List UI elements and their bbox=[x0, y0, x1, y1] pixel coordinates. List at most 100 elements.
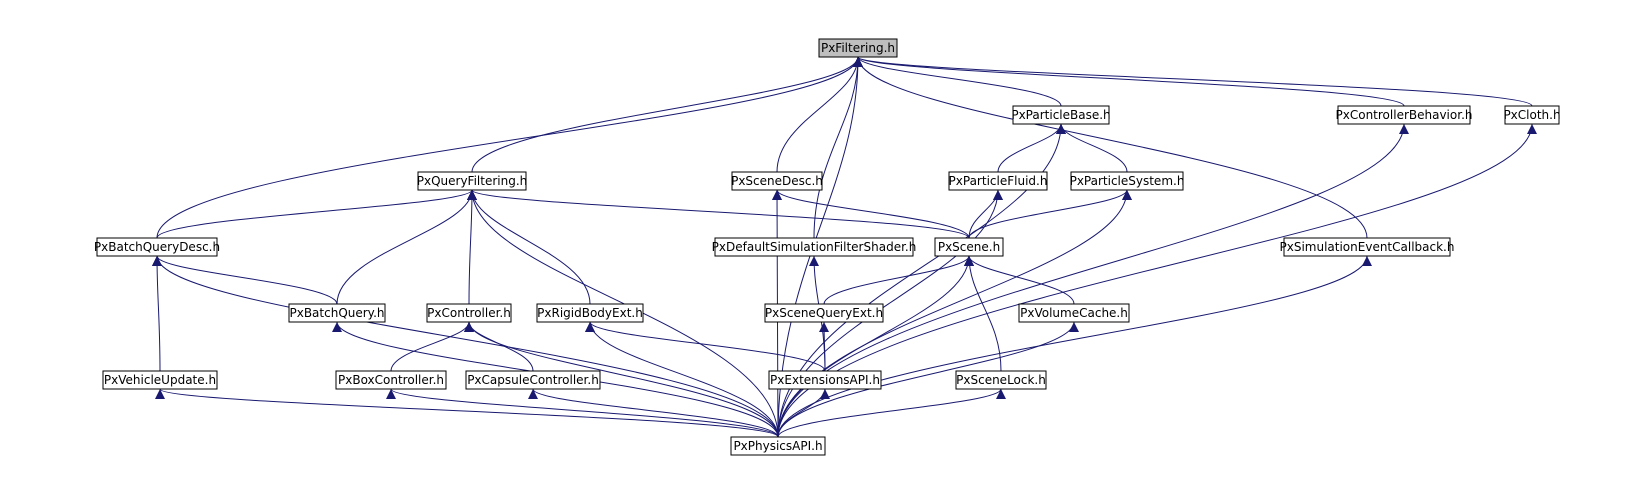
node-scenedesc[interactable]: PxSceneDesc.h bbox=[731, 171, 823, 191]
node-box bbox=[335, 370, 447, 390]
edge-queryfiltering-to-filtering bbox=[471, 56, 863, 173]
edge-physicsapi-to-rigidbodyext bbox=[585, 321, 779, 438]
edge-controller-to-queryfiltering bbox=[466, 189, 477, 305]
node-label: PxScene.h bbox=[938, 240, 1000, 254]
edge-cloth-to-filtering bbox=[853, 56, 1533, 107]
node-particlefluid[interactable]: PxParticleFluid.h bbox=[948, 171, 1048, 191]
node-box bbox=[1070, 171, 1184, 191]
node-box bbox=[1283, 237, 1451, 257]
edge-batchquery-to-queryfiltering bbox=[336, 189, 477, 305]
node-box bbox=[426, 303, 512, 323]
node-label: PxSceneDesc.h bbox=[731, 174, 823, 188]
node-label: PxExtensionsAPI.h bbox=[770, 373, 880, 387]
edge-physicsapi-to-volumecache bbox=[777, 321, 1079, 438]
node-defaultshader[interactable]: PxDefaultSimulationFilterShader.h bbox=[712, 237, 917, 257]
edge-physicsapi-to-particlebase bbox=[777, 123, 1066, 438]
node-physicsapi[interactable]: PxPhysicsAPI.h bbox=[730, 436, 826, 456]
node-controller[interactable]: PxController.h bbox=[426, 303, 512, 323]
edge-physicsapi-to-vehicleupdate bbox=[155, 388, 779, 438]
edge-particlefluid-to-particlebase bbox=[997, 123, 1066, 173]
node-extensionsapi[interactable]: PxExtensionsAPI.h bbox=[768, 370, 882, 390]
node-box bbox=[730, 436, 826, 456]
node-box bbox=[955, 370, 1047, 390]
node-box bbox=[1504, 105, 1560, 125]
edge-scene-to-queryfiltering bbox=[467, 189, 970, 239]
node-box bbox=[731, 171, 823, 191]
node-label: PxSimulationEventCallback.h bbox=[1280, 240, 1455, 254]
edge-batchquerydesc-to-filtering bbox=[156, 56, 863, 239]
node-label: PxBatchQueryDesc.h bbox=[94, 240, 220, 254]
edge-scene-to-particlefluid bbox=[968, 189, 1003, 239]
node-cloth[interactable]: PxCloth.h bbox=[1503, 105, 1561, 125]
node-label: PxParticleBase.h bbox=[1011, 108, 1110, 122]
node-label: PxPhysicsAPI.h bbox=[733, 439, 822, 453]
edge-physicsapi-to-controllerbehavior bbox=[777, 123, 1409, 438]
edge-extensionsapi-to-scenequeryext bbox=[819, 321, 830, 372]
node-box bbox=[102, 370, 218, 390]
edge-batchquerydesc-to-queryfiltering bbox=[156, 189, 477, 239]
node-vehicleupdate[interactable]: PxVehicleUpdate.h bbox=[102, 370, 218, 390]
node-boxcontroller[interactable]: PxBoxController.h bbox=[335, 370, 447, 390]
edge-vehicleupdate-to-batchquerydesc bbox=[152, 255, 163, 372]
edge-scene-to-particlesystem bbox=[968, 189, 1132, 239]
edge-scenequeryext-to-scene bbox=[823, 255, 974, 305]
node-capsulecontroller[interactable]: PxCapsuleController.h bbox=[465, 370, 601, 390]
edge-physicsapi-to-cloth bbox=[777, 123, 1537, 438]
node-label: PxSceneQueryExt.h bbox=[765, 306, 883, 320]
node-label: PxBatchQuery.h bbox=[289, 306, 384, 320]
node-batchquery[interactable]: PxBatchQuery.h bbox=[288, 303, 386, 323]
node-particlebase[interactable]: PxParticleBase.h bbox=[1011, 105, 1111, 125]
node-box bbox=[1337, 105, 1471, 125]
node-particlesystem[interactable]: PxParticleSystem.h bbox=[1070, 171, 1185, 191]
node-scenequeryext[interactable]: PxSceneQueryExt.h bbox=[764, 303, 884, 323]
edge-controllerbehavior-to-filtering bbox=[853, 56, 1405, 107]
edge-volumecache-to-scene bbox=[964, 255, 1075, 305]
node-box bbox=[1012, 105, 1110, 125]
node-filtering[interactable]: PxFiltering.h bbox=[818, 38, 898, 58]
node-label: PxCapsuleController.h bbox=[467, 373, 599, 387]
node-scene[interactable]: PxScene.h bbox=[934, 237, 1004, 257]
node-controllerbehavior[interactable]: PxControllerBehavior.h bbox=[1336, 105, 1473, 125]
node-box bbox=[948, 171, 1048, 191]
node-queryfiltering[interactable]: PxQueryFiltering.h bbox=[417, 171, 528, 191]
edge-extensionsapi-to-rigidbodyext bbox=[585, 321, 826, 372]
node-box bbox=[934, 237, 1004, 257]
node-box bbox=[818, 38, 898, 58]
node-box bbox=[288, 303, 386, 323]
node-label: PxParticleFluid.h bbox=[949, 174, 1048, 188]
edge-physicsapi-to-boxcontroller bbox=[386, 388, 779, 438]
edge-particlebase-to-filtering bbox=[853, 56, 1062, 107]
node-box bbox=[417, 171, 527, 191]
node-rigidbodyext[interactable]: PxRigidBodyExt.h bbox=[536, 303, 644, 323]
edge-simeventcallback-to-filtering bbox=[853, 56, 1368, 239]
node-batchquerydesc[interactable]: PxBatchQueryDesc.h bbox=[94, 237, 220, 257]
edge-boxcontroller-to-controller bbox=[390, 321, 474, 372]
node-box bbox=[465, 370, 601, 390]
node-volumecache[interactable]: PxVolumeCache.h bbox=[1018, 303, 1130, 323]
edge-scenedesc-to-filtering bbox=[776, 56, 863, 173]
edge-scenelock-to-scene bbox=[964, 255, 1002, 372]
edge-physicsapi-to-controller bbox=[464, 321, 779, 438]
node-box bbox=[768, 370, 882, 390]
node-label: PxSceneLock.h bbox=[956, 373, 1046, 387]
node-label: PxParticleSystem.h bbox=[1070, 174, 1185, 188]
node-simeventcallback[interactable]: PxSimulationEventCallback.h bbox=[1280, 237, 1455, 257]
node-scenelock[interactable]: PxSceneLock.h bbox=[955, 370, 1047, 390]
node-label: PxBoxController.h bbox=[338, 373, 444, 387]
node-label: PxController.h bbox=[427, 306, 511, 320]
node-label: PxQueryFiltering.h bbox=[417, 174, 528, 188]
edge-particlesystem-to-particlebase bbox=[1056, 123, 1128, 173]
edge-physicsapi-to-capsulecontroller bbox=[528, 388, 779, 438]
node-label: PxVolumeCache.h bbox=[1020, 306, 1128, 320]
edge-physicsapi-to-scene bbox=[777, 255, 974, 438]
edge-defaultshader-to-filtering bbox=[813, 56, 863, 239]
node-box bbox=[764, 303, 884, 323]
edge-batchquery-to-batchquerydesc bbox=[152, 255, 338, 305]
edge-rigidbodyext-to-queryfiltering bbox=[467, 189, 591, 305]
edge-physicsapi-to-batchquerydesc bbox=[152, 255, 779, 438]
edge-physicsapi-to-extensionsapi bbox=[777, 388, 830, 438]
node-label: PxControllerBehavior.h bbox=[1336, 108, 1473, 122]
edge-physicsapi-to-simeventcallback bbox=[777, 255, 1372, 438]
node-label: PxCloth.h bbox=[1503, 108, 1560, 122]
edge-capsulecontroller-to-controller bbox=[464, 321, 534, 372]
